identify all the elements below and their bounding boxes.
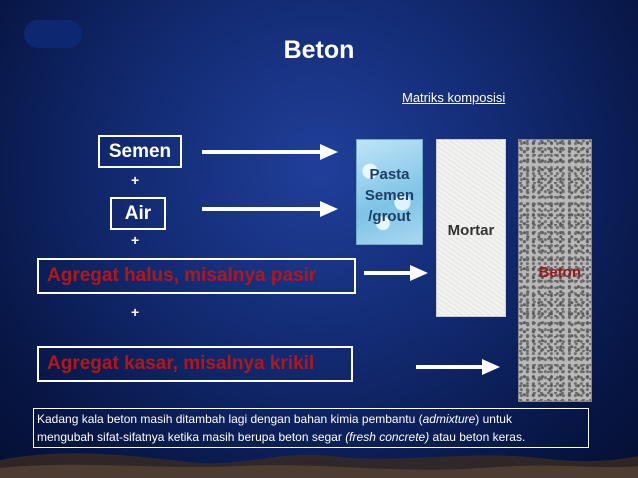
- input-box-fine-aggregate: Agregat halus, misalnya pasir: [37, 258, 356, 294]
- note-line-2-end: atau beton keras.: [429, 430, 526, 444]
- cement-paste-label-line1: Pasta: [369, 166, 410, 183]
- concrete-label: Beton: [538, 264, 582, 281]
- cement-paste-block: Pasta Semen /grout: [356, 139, 423, 245]
- mortar-block: Mortar: [436, 139, 506, 317]
- input-label-semen: Semen: [108, 141, 172, 162]
- admixture-note: Kadang kala beton masih ditambah lagi de…: [33, 408, 589, 448]
- arrow-coarse-aggregate: [416, 359, 500, 375]
- plus-sign: +: [131, 232, 140, 248]
- input-box-air: Air: [110, 197, 166, 230]
- note-line-1: Kadang kala beton masih ditambah lagi de…: [37, 410, 585, 428]
- arrow-fine-aggregate: [364, 265, 428, 281]
- input-label-coarse-aggregate: Agregat kasar, misalnya krikil: [47, 353, 315, 374]
- note-line-2-text: mengubah sifat-sifatnya ketika masih ber…: [37, 430, 346, 444]
- mortar-label: Mortar: [447, 222, 495, 239]
- cement-paste-label-line3: /grout: [368, 208, 411, 225]
- plus-sign: +: [131, 304, 140, 320]
- input-label-air: Air: [124, 203, 152, 224]
- decorative-logo-shape: [24, 20, 82, 48]
- input-label-fine-aggregate: Agregat halus, misalnya pasir: [47, 265, 317, 286]
- composition-matrix-label: Matriks komposisi: [402, 90, 506, 105]
- background-landscape: [0, 453, 638, 478]
- plus-sign: +: [131, 172, 140, 188]
- note-line-1-text: Kadang kala beton masih ditambah lagi de…: [37, 412, 423, 426]
- concrete-block: Beton: [518, 139, 592, 402]
- arrow-air: [202, 201, 338, 217]
- input-box-semen: Semen: [98, 135, 182, 168]
- note-line-2: mengubah sifat-sifatnya ketika masih ber…: [37, 428, 585, 446]
- input-box-coarse-aggregate: Agregat kasar, misalnya krikil: [37, 346, 353, 382]
- arrow-semen: [202, 144, 338, 160]
- note-line-1-end: ) untuk: [475, 412, 512, 426]
- cement-paste-label-line2: Semen: [364, 187, 415, 204]
- note-fresh-concrete-term: (fresh concrete): [345, 430, 430, 444]
- note-admixture-term: admixture: [422, 412, 476, 426]
- slide-title: Beton: [283, 36, 355, 64]
